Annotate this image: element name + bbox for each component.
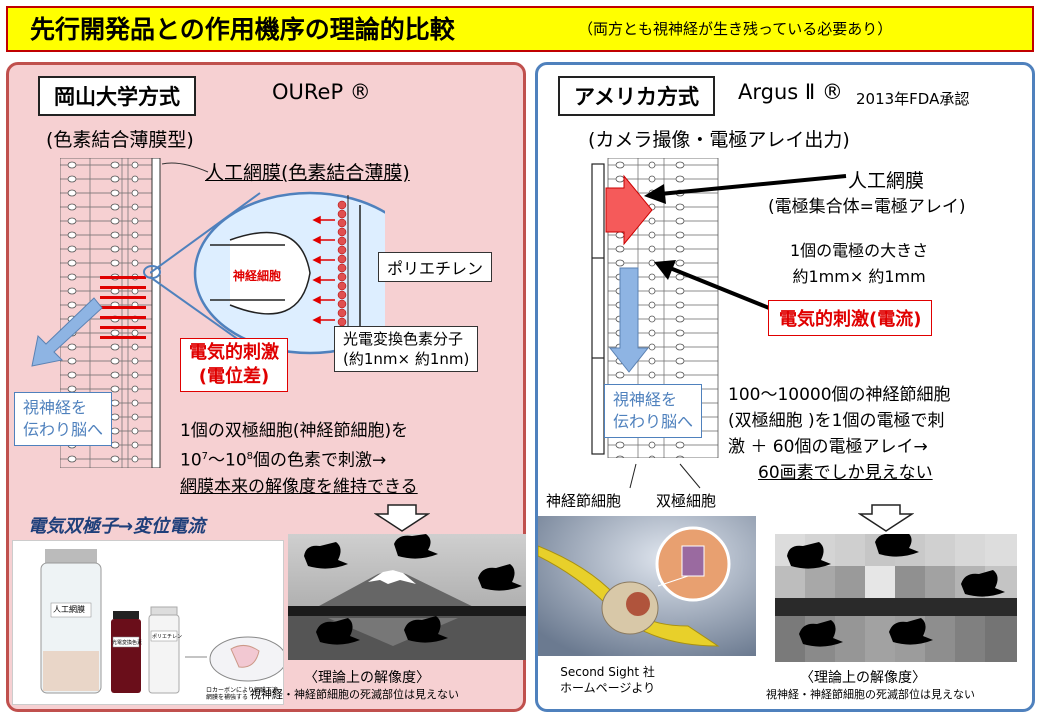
right-optic-line2: 伝わり脳へ — [613, 412, 694, 431]
right-artificial-retina-line2: (電極集合体=電極アレイ) — [768, 197, 966, 217]
vial-photo: 人工網膜 光電変換色素 ポリエチレン ロカーボンにより網膜下適 網膜を補強する — [12, 540, 284, 705]
vial-label-retina: 人工網膜 — [53, 605, 85, 614]
page-subtitle: （両方とも視神経が生き残っている必要あり） — [578, 20, 893, 38]
vial-label-dye: 光電変換色素 — [112, 640, 143, 646]
right-optic-nerve-callout: 視神経を 伝わり脳へ — [604, 384, 703, 438]
electrode-size-line1: 1個の電極の大きさ — [790, 241, 929, 260]
dish-caption: ロカーボンにより網膜下適 網膜を補強する — [206, 687, 278, 701]
right-stimulation-callout: 電気的刺激(電流) — [768, 300, 933, 336]
right-retina-pointer-arrow-icon — [644, 174, 847, 204]
dipole-label: 電気双極子→変位電流 — [28, 516, 206, 537]
right-desc-line1: 100〜10000個の神経節細胞 — [728, 385, 951, 405]
fda-approval: 2013年FDA承認 — [856, 90, 970, 108]
bipolar-cell-label: 双極細胞 — [656, 492, 717, 510]
pixelated-landscape-illustration — [775, 534, 1017, 662]
left-desc-line2: 107〜108個の色素で刺激→ — [180, 450, 387, 471]
left-stimulation-line1: 電気的刺激 — [189, 342, 279, 363]
right-type-label: (カメラ撮像・電極アレイ出力) — [588, 129, 850, 151]
fuji-photo — [288, 534, 526, 660]
right-note: 視神経・神経節細胞の死滅部位は見えない — [766, 688, 975, 701]
left-desc-line3: 網膜本来の解像度を維持できる — [180, 476, 418, 497]
right-optic-line1: 視神経を — [613, 390, 678, 409]
left-stimulation-callout: 電気的刺激 (電位差) — [180, 338, 288, 392]
right-desc-line4: 60画素でしか見えない — [758, 463, 933, 483]
argus-product-name: Argus Ⅱ ® — [738, 80, 843, 104]
electrode-size-line2: 約1mm× 約1mm — [792, 267, 926, 286]
left-description: 1個の双極細胞(神経節細胞)を 107〜108個の色素で刺激→ 網膜本来の解像度… — [180, 418, 418, 500]
right-down-arrow-icon — [858, 504, 914, 532]
right-desc-line3: 激 ＋ 60個の電極アレイ→ — [728, 437, 928, 457]
cell-label-pointers — [629, 463, 701, 489]
dye-molecule-callout: 光電変換色素分子 (約1nm× 約1nm) — [334, 326, 479, 372]
left-resolution-label: 〈理論上の解像度〉 — [304, 670, 430, 686]
right-description: 100〜10000個の神経節細胞 (双極細胞 )を1個の電極で刺 激 ＋ 60個… — [728, 382, 951, 486]
left-artificial-retina-label: 人工網膜(色素結合薄膜) — [205, 162, 410, 184]
left-desc-line1: 1個の双極細胞(神経節細胞)を — [180, 421, 409, 441]
argus-device-illustration — [538, 516, 756, 656]
right-stim-pointer-arrow-icon — [654, 260, 775, 312]
vials-illustration — [40, 549, 283, 694]
dye-molecule-line2: (約1nm× 約1nm) — [343, 350, 470, 368]
left-optic-nerve-callout: 視神経を 伝わり脳へ — [14, 392, 113, 446]
ganglion-cell-label: 神経節細胞 — [546, 492, 622, 510]
left-optic-line1: 視神経を — [23, 398, 88, 417]
right-artificial-retina-line1: 人工網膜 — [848, 170, 925, 192]
left-stimulation-line2: (電位差) — [198, 366, 270, 387]
right-desc-line2: (双極細胞 )を1個の電極で刺 — [728, 411, 945, 431]
fuji-landscape-illustration — [288, 534, 526, 660]
pixelated-photo — [775, 534, 1017, 662]
left-retina-leader-line — [161, 162, 209, 173]
image-source-line1: Second Sight 社 — [560, 665, 655, 679]
american-method-label: アメリカ方式 — [558, 76, 715, 116]
left-optic-arrow-icon — [31, 297, 103, 367]
left-note: 視神経・神経節細胞の死滅部位は見えない — [250, 688, 459, 701]
dye-molecule-line1: 光電変換色素分子 — [343, 330, 464, 348]
left-optic-line2: 伝わり脳へ — [23, 420, 104, 439]
vial-label-polyethylene: ポリエチレン — [152, 634, 183, 640]
ourep-product-name: OUReP ® — [272, 80, 371, 104]
right-resolution-label: 〈理論上の解像度〉 — [800, 670, 926, 686]
image-source: Second Sight 社 ホームページより — [560, 664, 655, 696]
polyethylene-callout: ポリエチレン — [378, 252, 493, 282]
argus-device-image — [538, 516, 756, 656]
title-banner — [6, 6, 1034, 52]
image-source-line2: ホームページより — [560, 681, 656, 695]
left-type-label: (色素結合薄膜型) — [46, 129, 194, 151]
neuron-label: 神経細胞 — [233, 269, 282, 283]
electrode-size: 1個の電極の大きさ 約1mm× 約1mm — [790, 238, 928, 290]
okayama-method-label: 岡山大学方式 — [38, 76, 196, 116]
page-title: 先行開発品との作用機序の理論的比較 — [30, 15, 455, 44]
left-down-arrow-icon — [374, 504, 430, 532]
